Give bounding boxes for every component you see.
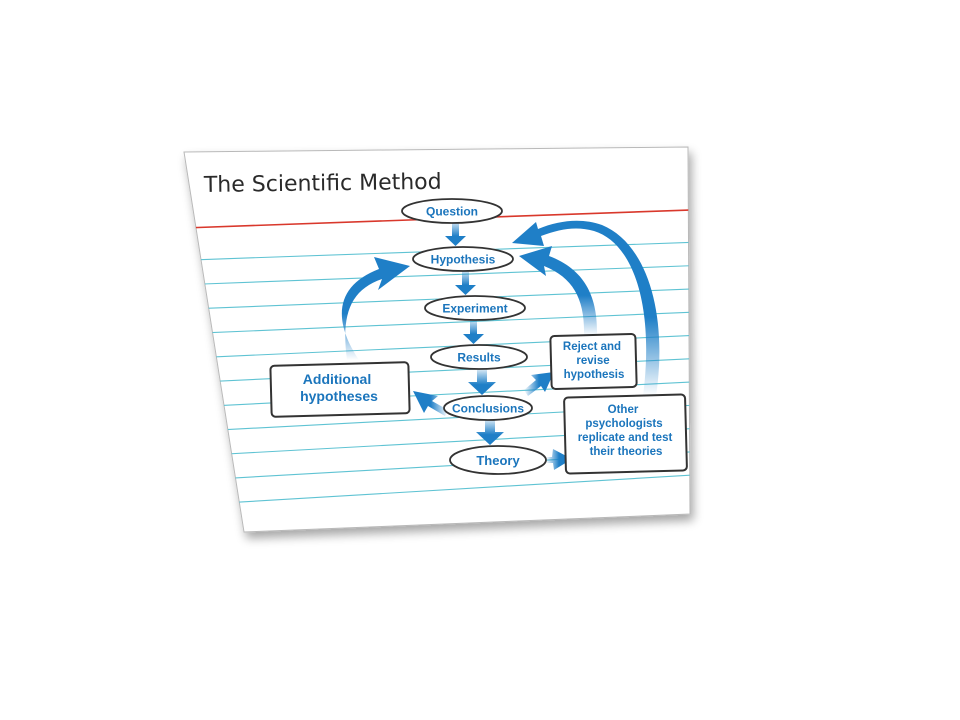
flow-arrows xyxy=(341,220,660,470)
node-other-line-1: Other xyxy=(608,404,639,416)
blue-rule-line xyxy=(184,310,690,336)
node-reject-line-1: Reject and xyxy=(563,341,621,353)
flow-nodes: Question Hypothesis Experiment Results C… xyxy=(269,198,688,475)
node-other-line-3: replicate and test xyxy=(578,432,673,444)
node-question-label: Question xyxy=(426,205,478,219)
node-hypothesis: Hypothesis xyxy=(412,246,514,272)
blue-rule-line xyxy=(184,287,690,312)
node-hypothesis-label: Hypothesis xyxy=(431,253,496,267)
arrow-reject-hypothesis xyxy=(519,246,598,336)
node-reject-line-2: revise xyxy=(576,355,609,367)
arrow-hypothesis-experiment xyxy=(455,270,476,295)
node-experiment: Experiment xyxy=(424,295,526,321)
node-conclusions-label: Conclusions xyxy=(452,402,524,416)
blue-rule-line xyxy=(184,264,690,287)
node-conclusions: Conclusions xyxy=(443,395,533,421)
arrow-conclusions-reject xyxy=(524,372,554,396)
arrow-other-hypothesis xyxy=(512,220,660,396)
node-experiment-label: Experiment xyxy=(442,302,507,316)
arrow-experiment-results xyxy=(463,319,484,344)
arrow-results-conclusions xyxy=(468,369,496,395)
node-additional-line-2: hypotheses xyxy=(300,388,378,404)
arrow-theory-other xyxy=(546,449,572,470)
node-results-label: Results xyxy=(457,351,501,365)
arrow-conclusions-theory xyxy=(476,419,504,445)
node-reject-revise: Reject and revise hypothesis xyxy=(549,332,638,390)
arrow-question-hypothesis xyxy=(445,221,466,246)
node-theory-label: Theory xyxy=(476,453,520,468)
diagram-title: The Scientific Method xyxy=(203,170,442,198)
node-other-line-4: their theories xyxy=(590,446,663,458)
arrow-conclusions-additional xyxy=(413,391,448,416)
node-theory: Theory xyxy=(449,445,547,475)
node-reject-line-3: hypothesis xyxy=(564,369,625,381)
node-other-psychologists: Other psychologists replicate and test t… xyxy=(563,393,688,475)
blue-rule-line xyxy=(184,472,690,508)
node-results: Results xyxy=(430,344,528,370)
node-additional-hypotheses: Additional hypotheses xyxy=(269,361,411,418)
arrow-additional-hypothesis xyxy=(341,257,410,360)
node-question: Question xyxy=(401,198,503,224)
node-additional-line-1: Additional xyxy=(303,371,371,387)
node-other-line-2: psychologists xyxy=(585,418,662,430)
